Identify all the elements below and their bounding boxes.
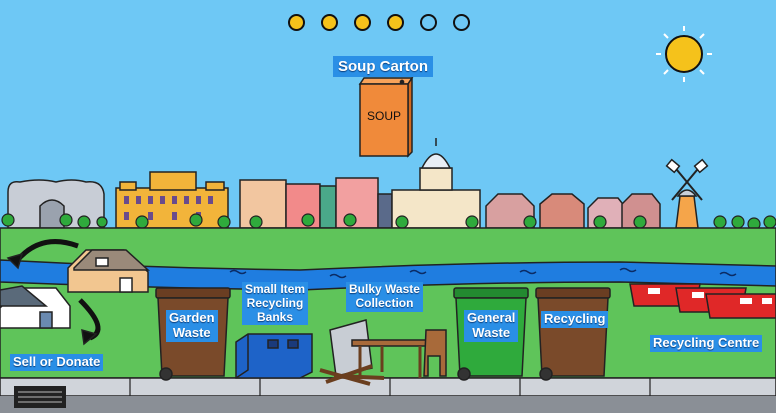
bulky-waste-label[interactable]: Bulky Waste Collection xyxy=(346,282,423,312)
progress-dot xyxy=(321,14,338,31)
recycling-label[interactable]: Recycling xyxy=(541,311,609,328)
drain-grate xyxy=(14,386,66,408)
small-item-banks-label[interactable]: Small Item Recycling Banks xyxy=(242,282,309,326)
item-name-label: Soup Carton xyxy=(333,56,433,78)
sell-donate-houses[interactable] xyxy=(0,239,150,346)
sun-icon xyxy=(656,26,712,82)
progress-dot xyxy=(387,14,404,31)
soup-carton-item[interactable]: SOUP xyxy=(358,75,414,158)
recycling-centre-label[interactable]: Recycling Centre xyxy=(650,335,763,352)
small-item-recycling-banks[interactable] xyxy=(235,333,313,379)
sell-donate-label[interactable]: Sell or Donate xyxy=(10,354,104,371)
recycling-centre-skips[interactable] xyxy=(629,283,776,319)
progress-dot xyxy=(354,14,371,31)
soup-carton-text: SOUP xyxy=(367,109,401,123)
progress-dot xyxy=(288,14,305,31)
recycling-bin[interactable] xyxy=(535,287,611,381)
general-waste-label[interactable]: General Waste xyxy=(464,310,519,342)
progress-dot xyxy=(453,14,470,31)
garden-waste-label[interactable]: Garden Waste xyxy=(166,310,218,342)
progress-dots xyxy=(288,14,470,31)
bulky-waste-pile[interactable] xyxy=(319,319,447,386)
progress-dot xyxy=(420,14,437,31)
